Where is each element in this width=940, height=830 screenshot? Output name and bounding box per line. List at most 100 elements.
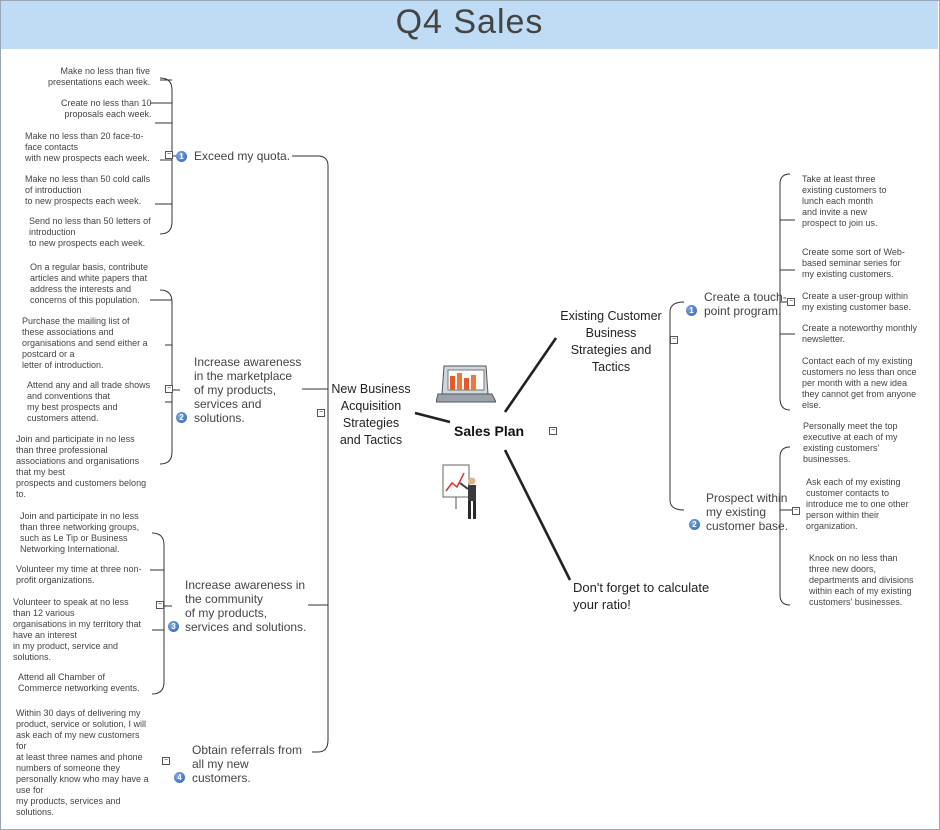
item-line: customer contacts to — [806, 488, 890, 498]
item-line: organisations in my territory that — [13, 619, 142, 629]
branch-touch-point[interactable]: Create a touch- point program. — [704, 290, 787, 318]
topic-line: Business — [585, 326, 637, 340]
item-line: letter of introduction. — [22, 360, 104, 370]
item-line: organization. — [806, 521, 858, 531]
item-line: Attend all Chamber of — [18, 672, 106, 682]
branch-line: Increase awareness in — [185, 578, 306, 592]
item-line: use for — [16, 785, 44, 795]
item-line: at least three names and phone — [16, 752, 143, 762]
item-line: departments and divisions — [809, 575, 914, 585]
item-line: my best prospects and — [27, 402, 118, 412]
list-item[interactable]: Contact each of my existing customers no… — [802, 356, 917, 411]
item-line: concerns of this population. — [30, 295, 140, 305]
list-item[interactable]: Make no less than 20 face-to- face conta… — [25, 131, 150, 164]
list-item[interactable]: Within 30 days of delivering my product,… — [16, 708, 149, 818]
topic-line: New Business — [331, 382, 411, 396]
item-line: Volunteer to speak at no less — [13, 597, 129, 607]
list-item[interactable]: Send no less than 50 letters of introduc… — [29, 216, 151, 249]
topic-new-business[interactable]: New Business Acquisition Strategies and … — [326, 381, 416, 449]
item-line: per month with a new idea — [802, 378, 908, 388]
item-line: these associations and — [22, 327, 114, 337]
branch-line: services and solutions. — [185, 620, 307, 634]
topic-line: Strategies — [342, 416, 400, 430]
item-line: Make no less than 20 face-to- — [25, 131, 144, 141]
branch-prospect-within[interactable]: Prospect within my existing customer bas… — [706, 491, 788, 533]
item-line: Join and participate in no less — [20, 511, 139, 521]
item-line: personally know who may have a — [16, 774, 149, 784]
item-line: Join and participate in no less — [16, 434, 135, 444]
item-line: such as Le Tip or Business — [20, 533, 128, 543]
item-line: Create a noteworthy monthly — [802, 323, 918, 333]
branch-marketplace-awareness[interactable]: Increase awareness in the marketplace of… — [194, 355, 301, 425]
item-line: address the interests and — [30, 284, 132, 294]
list-item[interactable]: Join and participate in no less than thr… — [16, 434, 146, 500]
list-item[interactable]: Volunteer to speak at no less than 12 va… — [13, 597, 141, 663]
item-line: prospects and customers belong — [16, 478, 147, 488]
item-line: than three networking groups, — [20, 522, 140, 532]
number-badge-1: 1 — [686, 305, 697, 316]
item-line: executive at each of my — [803, 432, 898, 442]
list-item[interactable]: Volunteer my time at three non- profit o… — [16, 564, 142, 586]
list-item[interactable]: Take at least three existing customers t… — [802, 174, 887, 229]
list-item[interactable]: Make no less than 50 cold calls of intro… — [25, 174, 150, 207]
collapse-toggle[interactable]: − — [165, 151, 173, 159]
branch-line: point program. — [704, 304, 782, 318]
list-item[interactable]: Ask each of my existing customer contact… — [806, 477, 909, 532]
collapse-toggle[interactable]: − — [549, 427, 557, 435]
list-item[interactable]: Purchase the mailing list of these assoc… — [22, 316, 148, 371]
item-line: numbers of someone they — [16, 763, 121, 773]
branch-line: of my products, — [185, 606, 268, 620]
item-line: with new prospects each week. — [25, 153, 150, 163]
number-badge-2: 2 — [176, 412, 187, 423]
branch-exceed-quota[interactable]: Exceed my quota. — [194, 149, 291, 163]
list-item[interactable]: Make no less than five presentations eac… — [48, 66, 150, 88]
item-line: prospect to join us. — [802, 218, 878, 228]
list-item[interactable]: Join and participate in no less than thr… — [20, 511, 139, 555]
topic-ratio-note[interactable]: Don't forget to calculate your ratio! — [573, 579, 709, 613]
list-item[interactable]: Knock on no less than three new doors, d… — [809, 553, 914, 608]
topic-line: your ratio! — [573, 597, 631, 612]
list-item[interactable]: Attend all Chamber of Commerce networkin… — [18, 672, 140, 694]
item-line: Create a user-group within — [802, 291, 909, 301]
collapse-toggle[interactable]: − — [317, 409, 325, 417]
branch-line: all my new — [192, 757, 249, 771]
branch-line: services and — [194, 397, 262, 411]
item-line: proposals each week. — [64, 109, 152, 119]
list-item[interactable]: Create no less than 10 proposals each we… — [61, 98, 152, 120]
collapse-toggle[interactable]: − — [162, 757, 170, 765]
item-line: articles and white papers that — [30, 273, 148, 283]
branch-line: my existing — [706, 505, 767, 519]
item-line: person within their — [806, 510, 880, 520]
collapse-toggle[interactable]: − — [165, 385, 173, 393]
item-line: customers no less than once — [802, 367, 917, 377]
item-line: my existing customer base. — [802, 302, 912, 312]
collapse-toggle[interactable]: − — [787, 298, 795, 306]
item-line: Networking International. — [20, 544, 120, 554]
list-item[interactable]: Create a user-group within my existing c… — [802, 291, 911, 313]
list-item[interactable]: On a regular basis, contribute articles … — [30, 262, 148, 306]
item-line: profit organizations. — [16, 575, 95, 585]
branch-line: Prospect within — [706, 491, 788, 505]
item-line: lunch each month — [802, 196, 874, 206]
item-line: Volunteer my time at three non- — [16, 564, 142, 574]
central-topic[interactable]: Sales Plan — [454, 423, 525, 439]
number-badge-3: 3 — [168, 621, 179, 632]
collapse-toggle[interactable]: − — [670, 336, 678, 344]
collapse-toggle[interactable]: − — [792, 507, 800, 515]
list-item[interactable]: Attend any and all trade shows and conve… — [27, 380, 150, 424]
collapse-toggle[interactable]: − — [156, 601, 164, 609]
item-line: face contacts — [25, 142, 79, 152]
item-line: they cannot get from anyone — [802, 389, 917, 399]
list-item[interactable]: Personally meet the top executive at eac… — [803, 421, 898, 465]
branch-community-awareness[interactable]: Increase awareness in the community of m… — [185, 578, 306, 634]
item-line: Attend any and all trade shows — [27, 380, 151, 390]
list-item[interactable]: Create some sort of Web- based seminar s… — [802, 247, 905, 280]
branch-line: of my products, — [194, 383, 277, 397]
item-line: postcard or a — [22, 349, 75, 359]
topic-existing-customer[interactable]: Existing Customer Business Strategies an… — [556, 308, 666, 376]
item-line: of introduction — [25, 185, 82, 195]
item-line: based seminar series for — [802, 258, 901, 268]
list-item[interactable]: Create a noteworthy monthly newsletter. — [802, 323, 917, 345]
item-line: associations and organisations — [16, 456, 140, 466]
branch-obtain-referrals[interactable]: Obtain referrals from all my new custome… — [192, 743, 302, 785]
